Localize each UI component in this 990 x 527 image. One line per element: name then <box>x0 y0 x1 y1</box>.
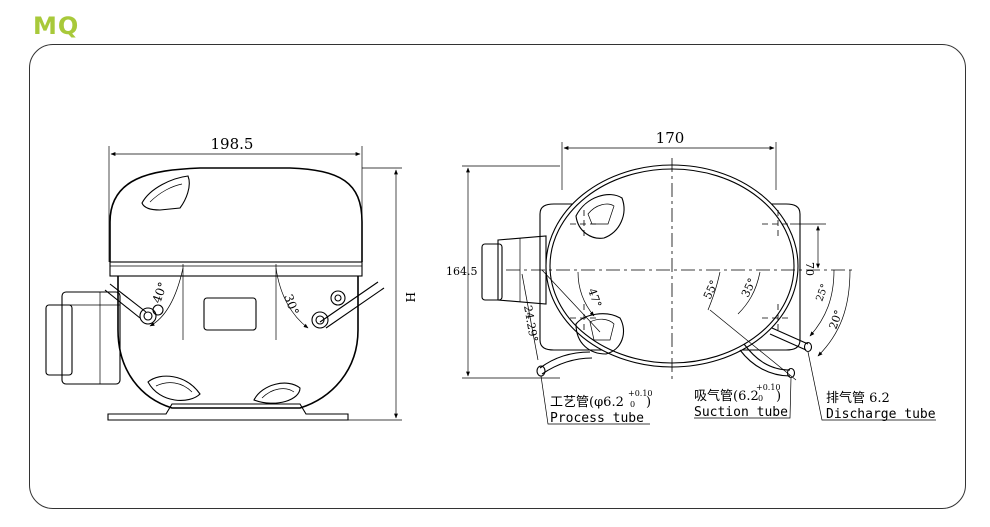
discharge-label-cn: 排气管 6.2 <box>826 390 890 406</box>
front-angle-right: 30° <box>281 292 301 317</box>
foot-detail <box>261 388 295 399</box>
process-tol-up: +0.10 <box>628 389 653 398</box>
nameplate-window <box>203 297 257 331</box>
right-tube <box>325 287 385 329</box>
shell-seam <box>109 261 363 277</box>
right-fitting <box>334 294 342 302</box>
side-angle-47: 47° <box>585 287 604 310</box>
drawing-frame <box>29 44 966 509</box>
process-tube <box>539 351 591 369</box>
side-terminal-cover <box>481 243 503 301</box>
left-fitting <box>152 304 164 316</box>
lower-grommet <box>575 313 624 355</box>
angle-arc-25 <box>809 269 835 337</box>
right-tube <box>319 281 379 323</box>
process-ref-line <box>521 273 539 361</box>
handle-inner <box>149 183 183 203</box>
left-tube <box>109 283 147 313</box>
suction-leader-line <box>709 309 797 381</box>
suction-tol-up: +0.10 <box>756 383 781 392</box>
foot-detail <box>155 382 193 393</box>
lower-grommet-inner <box>589 318 615 341</box>
side-dim-20: 20° <box>827 308 846 331</box>
process-leader <box>540 375 650 425</box>
front-angle-left: 40° <box>150 280 170 305</box>
angle-arc-55 <box>707 271 721 311</box>
right-fitting <box>330 290 346 306</box>
process-label-cn: 工艺管(φ6.2 <box>550 395 624 410</box>
lower-shell <box>117 276 359 409</box>
side-dim-25: 25° <box>814 283 830 303</box>
side-width-dim: 170 <box>656 129 685 147</box>
discharge-label-en: Discharge tube <box>826 407 936 422</box>
side-dim-70: 70 <box>803 262 816 276</box>
side-height-dim: 164.5 <box>446 265 478 278</box>
suction-tube <box>743 343 791 371</box>
base-plate <box>107 403 349 421</box>
angle-arc-20 <box>817 269 851 357</box>
top-handle <box>141 175 190 211</box>
suction-tube-end <box>786 367 796 379</box>
suction-tol-low: 0 <box>758 394 763 403</box>
side-terminal-box <box>497 235 547 305</box>
side-view: 170 164.5 70 <box>446 129 936 425</box>
suction-tube <box>739 349 791 377</box>
suction-label-cn: 吸气管(6.2 <box>694 388 759 404</box>
tube-labels: 工艺管(φ6.2 +0.10 0 ) Process tube 吸气管(6.2 … <box>550 383 936 426</box>
process-label-en: Process tube <box>550 411 644 426</box>
right-foot-grommet <box>253 382 301 404</box>
left-fitting <box>139 307 157 325</box>
suction-leader <box>694 377 792 419</box>
discharge-tube <box>769 333 807 351</box>
angle-arc-30 <box>275 267 309 329</box>
discharge-tube <box>771 327 809 345</box>
process-tube <box>541 357 593 375</box>
terminal-box <box>61 291 121 385</box>
suction-close: ) <box>776 389 781 404</box>
right-fitting <box>315 315 325 325</box>
upper-grommet <box>575 194 625 239</box>
front-width-dim: 198.5 <box>211 135 254 153</box>
side-angle-24: 24.29° <box>521 304 540 343</box>
angle-arc-47 <box>577 271 595 317</box>
terminal-cover-outer <box>45 304 73 376</box>
left-fitting <box>143 311 153 321</box>
front-height-dim: H <box>403 292 417 302</box>
right-fitting <box>311 311 329 329</box>
angle-arc-35 <box>737 271 761 315</box>
front-view: 198.5 40° 30° <box>45 135 417 421</box>
suction-label-en: Suction tube <box>694 405 788 420</box>
discharge-leader <box>807 351 936 421</box>
upper-grommet-inner <box>587 203 615 225</box>
page-title: MQ <box>33 12 80 40</box>
left-tube <box>104 289 141 319</box>
process-close: ) <box>646 395 651 410</box>
angle-47-line <box>541 269 601 333</box>
angle-arc-40 <box>149 267 184 327</box>
left-foot-grommet <box>147 375 201 401</box>
discharge-tube-end <box>803 341 813 353</box>
process-tol-low: 0 <box>630 400 635 409</box>
upper-shell <box>109 167 363 262</box>
